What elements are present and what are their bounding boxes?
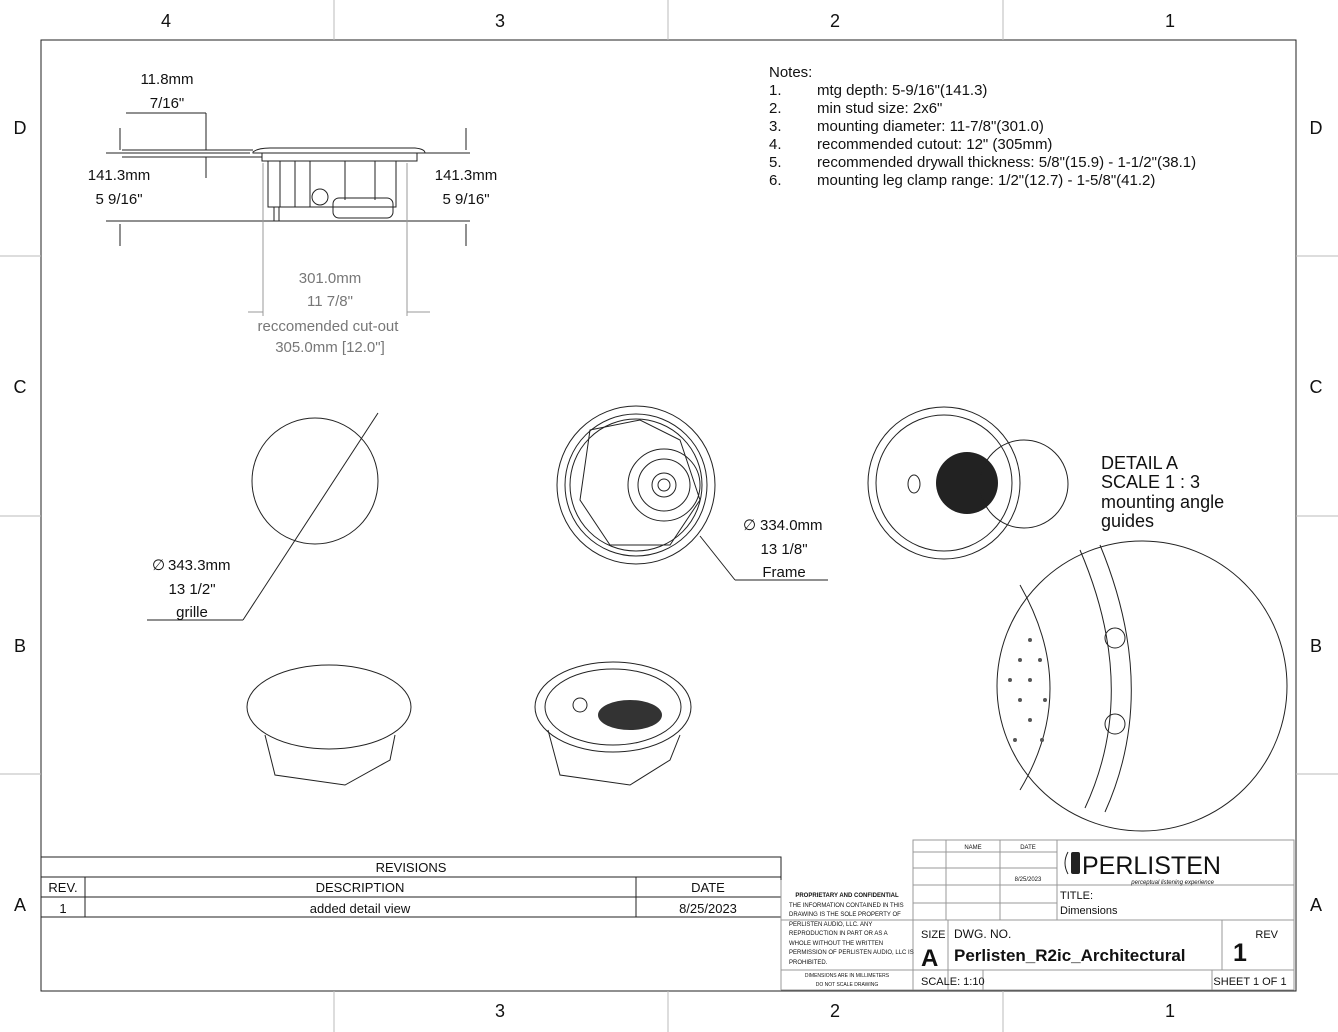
grille-isometric-view bbox=[246, 664, 412, 786]
zone-row: A bbox=[1310, 895, 1322, 915]
cutout-label: reccomended cut-out bbox=[258, 318, 400, 335]
note-text: recommended cutout: 12" (305mm) bbox=[817, 136, 1052, 153]
title-label: TITLE: bbox=[1060, 890, 1093, 902]
side-view: 11.8mm 7/16" 141.3mm 5 9/16" 141.3mm 5 9… bbox=[88, 71, 498, 356]
note-num: 4. bbox=[769, 136, 782, 153]
scale: SCALE: 1:10 bbox=[921, 976, 985, 988]
scale-note: DO NOT SCALE DRAWING bbox=[816, 982, 879, 988]
proprietary-line: WHOLE WITHOUT THE WRITTEN bbox=[789, 941, 883, 947]
zone-col: 3 bbox=[495, 11, 505, 31]
zone-col: 3 bbox=[495, 1001, 505, 1021]
note-num: 3. bbox=[769, 118, 782, 135]
note-text: mtg depth: 5-9/16"(141.3) bbox=[817, 82, 987, 99]
revision-number: 1 bbox=[59, 901, 66, 916]
back-view: DETAIL A SCALE 1 : 3 mounting angle guid… bbox=[867, 406, 1224, 560]
note-num: 6. bbox=[769, 172, 782, 189]
logo-text: PERLISTEN bbox=[1082, 852, 1221, 880]
depth-right-mm: 141.3mm bbox=[435, 167, 498, 184]
note-text: recommended drywall thickness: 5/8"(15.9… bbox=[817, 154, 1196, 171]
date-header: DATE bbox=[1020, 845, 1036, 851]
proprietary-line: PROHIBITED. bbox=[789, 960, 828, 966]
proprietary-line: PERMISSION OF PERLISTEN AUDIO, LLC IS bbox=[789, 950, 914, 956]
width-mm: 301.0mm bbox=[299, 270, 362, 287]
zone-row: A bbox=[14, 895, 26, 915]
dwg-no-value: Perlisten_R2ic_Architectural bbox=[954, 946, 1186, 965]
proprietary-heading: PROPRIETARY AND CONFIDENTIAL bbox=[795, 893, 899, 899]
note-text: min stud size: 2x6" bbox=[817, 100, 942, 117]
depth-left-in: 5 9/16" bbox=[95, 191, 142, 208]
note-text: mounting leg clamp range: 1/2"(12.7) - 1… bbox=[817, 172, 1155, 189]
frame-label: Frame bbox=[762, 564, 805, 581]
logo-tagline: perceptual listening experience bbox=[1130, 880, 1214, 886]
drawn-date: 8/25/2023 bbox=[1015, 877, 1042, 883]
width-in: 11 7/8" bbox=[307, 293, 353, 310]
frame-dia-symbol: ∅ bbox=[743, 517, 756, 534]
proprietary-line: DRAWING IS THE SOLE PROPERTY OF bbox=[789, 912, 901, 918]
note-num: 5. bbox=[769, 154, 782, 171]
detail-desc-1: mounting angle bbox=[1101, 492, 1224, 512]
notes: Notes: 1. mtg depth: 5-9/16"(141.3) 2. min… bbox=[769, 64, 1196, 189]
note-text: mounting diameter: 11-7/8"(301.0) bbox=[817, 118, 1044, 135]
proprietary-line: REPRODUCTION IN PART OR AS A bbox=[789, 931, 888, 937]
zone-col: 1 bbox=[1165, 1001, 1175, 1021]
perlisten-logo: PERLISTEN perceptual listening experienc… bbox=[1064, 851, 1221, 886]
frame-dia-in: 13 1/8" bbox=[760, 541, 807, 558]
title-block: NAME DATE 8/25/2023 PERLISTEN perceptual… bbox=[780, 839, 1295, 991]
zone-row: D bbox=[1310, 118, 1323, 138]
notes-heading: Notes: bbox=[769, 64, 812, 81]
size-value: A bbox=[921, 945, 938, 972]
revision-date: 8/25/2023 bbox=[679, 901, 737, 916]
depth-left-mm: 141.3mm bbox=[88, 167, 151, 184]
zone-row: B bbox=[1310, 636, 1322, 656]
rev-header: REV. bbox=[48, 880, 77, 895]
grille-dia-symbol: ∅ bbox=[152, 557, 165, 574]
name-header: NAME bbox=[964, 845, 981, 851]
zone-col: 4 bbox=[161, 11, 171, 31]
date-header: DATE bbox=[691, 880, 725, 895]
flange-dim-in: 7/16" bbox=[150, 95, 185, 112]
detail-title: DETAIL A bbox=[1101, 453, 1178, 473]
proprietary-line: THE INFORMATION CONTAINED IN THIS bbox=[789, 903, 904, 909]
revisions-table: REVISIONS REV. DESCRIPTION DATE 1 added … bbox=[40, 856, 782, 918]
cutout-value: 305.0mm [12.0"] bbox=[275, 339, 385, 356]
dimensions-note: DIMENSIONS ARE IN MILLIMETERS bbox=[805, 973, 890, 979]
proprietary-line: PERLISTEN AUDIO, LLC. ANY bbox=[789, 922, 872, 928]
flange-dim-mm: 11.8mm bbox=[140, 71, 193, 88]
depth-right-in: 5 9/16" bbox=[442, 191, 489, 208]
grille-dia-mm: 343.3mm bbox=[168, 557, 231, 574]
description-header: DESCRIPTION bbox=[316, 880, 405, 895]
zone-col: 1 bbox=[1165, 11, 1175, 31]
size-label: SIZE bbox=[921, 929, 945, 941]
grille-label: grille bbox=[176, 604, 208, 621]
sheet: SHEET 1 OF 1 bbox=[1213, 976, 1286, 988]
grille-dia-in: 13 1/2" bbox=[168, 581, 215, 598]
zone-col: 2 bbox=[830, 11, 840, 31]
detail-a-view bbox=[996, 540, 1288, 832]
frame-dia-mm: 334.0mm bbox=[760, 517, 823, 534]
rev-value: 1 bbox=[1233, 939, 1247, 967]
note-num: 1. bbox=[769, 82, 782, 99]
zone-row: C bbox=[14, 377, 27, 397]
frame-isometric-view bbox=[534, 661, 692, 786]
zone-row: B bbox=[14, 636, 26, 656]
grille-view: ∅ 343.3mm 13 1/2" grille bbox=[147, 412, 379, 621]
revision-description: added detail view bbox=[310, 901, 411, 916]
drawing-title: Dimensions bbox=[1060, 905, 1118, 917]
detail-desc-2: guides bbox=[1101, 511, 1154, 531]
rev-label: REV bbox=[1255, 929, 1278, 941]
detail-scale: SCALE 1 : 3 bbox=[1101, 472, 1200, 492]
revisions-title: REVISIONS bbox=[376, 860, 447, 875]
zone-col: 2 bbox=[830, 1001, 840, 1021]
dwg-no-label: DWG. NO. bbox=[954, 927, 1011, 941]
frame-view: ∅ 334.0mm 13 1/8" Frame bbox=[556, 405, 828, 581]
zone-row: C bbox=[1310, 377, 1323, 397]
note-num: 2. bbox=[769, 100, 782, 117]
zone-labels: 4 3 2 1 3 2 1 D C B A D C B A bbox=[14, 11, 1323, 1021]
zone-row: D bbox=[14, 118, 27, 138]
